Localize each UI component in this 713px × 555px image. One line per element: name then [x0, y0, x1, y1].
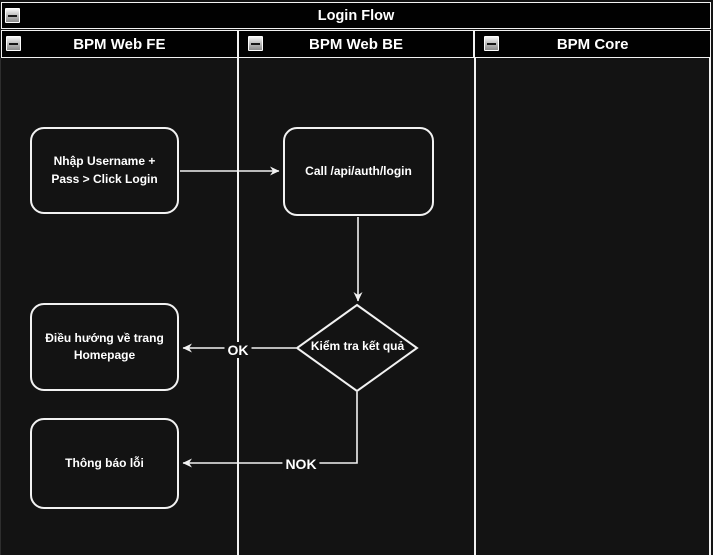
- lane-divider: [474, 58, 476, 555]
- lane-label: BPM Web BE: [309, 35, 403, 53]
- node-label: Điều hướng về trang Homepage: [45, 330, 164, 362]
- minus-icon: [9, 42, 18, 45]
- minus-icon: [251, 42, 260, 45]
- node-show-error[interactable]: Thông báo lỗi: [30, 418, 179, 509]
- pool-titlebar[interactable]: Login Flow: [1, 2, 711, 29]
- lane-header-bpm-web-be[interactable]: BPM Web BE: [237, 30, 475, 58]
- lane-header-row: BPM Web FE BPM Web BE BPM Core: [1, 30, 712, 58]
- collapse-lane-core-button[interactable]: [484, 36, 499, 51]
- pool-right-border: [709, 58, 711, 555]
- lane-header-bpm-web-fe[interactable]: BPM Web FE: [1, 30, 238, 58]
- lane-label: BPM Core: [556, 35, 629, 53]
- lane-label: BPM Web FE: [73, 35, 166, 53]
- lane-header-bpm-core[interactable]: BPM Core: [474, 30, 712, 58]
- node-check-result[interactable]: Kiểm tra kết quả: [299, 339, 416, 353]
- node-label: Kiểm tra kết quả: [310, 339, 405, 353]
- node-call-login-api[interactable]: Call /api/auth/login: [283, 127, 434, 216]
- collapse-lane-fe-button[interactable]: [6, 36, 21, 51]
- minus-icon: [487, 42, 496, 45]
- pool-title: Login Flow: [317, 7, 395, 24]
- node-enter-credentials[interactable]: Nhập Username + Pass > Click Login: [30, 127, 179, 214]
- node-redirect-homepage[interactable]: Điều hướng về trang Homepage: [30, 303, 179, 391]
- lane-divider: [237, 58, 239, 555]
- collapse-pool-button[interactable]: [5, 8, 20, 23]
- pool-left-border: [0, 58, 1, 555]
- collapse-lane-be-button[interactable]: [248, 36, 263, 51]
- edge-check-to-error[interactable]: [182, 392, 358, 468]
- node-label: Call /api/auth/login: [305, 163, 412, 178]
- minus-icon: [8, 14, 17, 17]
- node-label: Nhập Username + Pass > Click Login: [51, 154, 158, 186]
- edge-label-ok[interactable]: OK: [224, 342, 252, 358]
- node-label: Thông báo lỗi: [65, 455, 144, 470]
- edge-label-nok[interactable]: NOK: [282, 456, 320, 472]
